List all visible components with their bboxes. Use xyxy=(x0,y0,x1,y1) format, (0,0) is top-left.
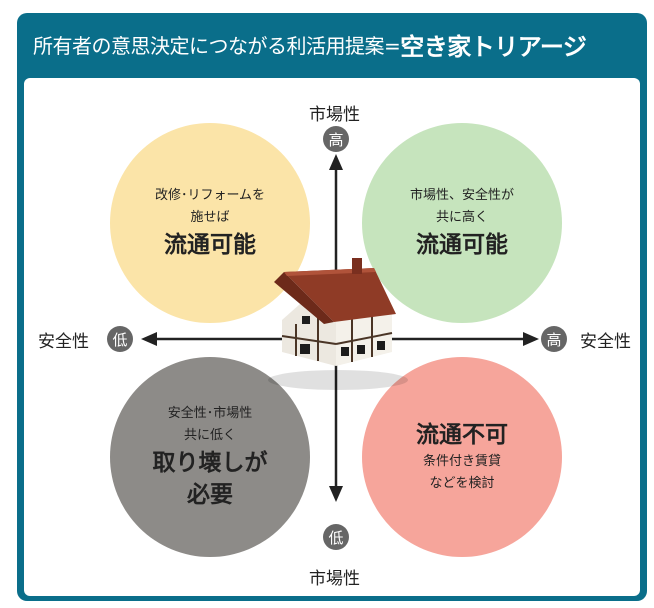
top-axis-label: 市場性 xyxy=(309,105,360,125)
bottom-axis-label: 市場性 xyxy=(309,569,360,589)
circle-bottom-left: 安全性･市場性 共に低く 取り壊しが 必要 xyxy=(110,357,310,557)
br-line1: 条件付き賃貸 xyxy=(422,454,501,469)
tl-line1: 改修･リフォームを xyxy=(154,188,266,203)
tl-big: 流通可能 xyxy=(164,232,256,258)
right-axis-badge: 高 xyxy=(541,326,567,352)
bl-big1: 取り壊しが xyxy=(152,450,268,476)
tr-big: 流通可能 xyxy=(416,232,508,258)
left-axis-label: 安全性 xyxy=(38,332,89,352)
title-prefix: 所有者の意思決定につながる利活用提案= xyxy=(33,33,401,58)
br-line2: などを検討 xyxy=(429,476,495,491)
bl-line2: 共に低く xyxy=(183,428,236,443)
house-icon xyxy=(268,258,408,390)
br-big: 流通不可 xyxy=(416,422,508,448)
left-axis-badge: 低 xyxy=(107,326,133,352)
top-axis-badge: 高 xyxy=(323,126,349,152)
tr-line1: 市場性、安全性が xyxy=(409,188,514,203)
bottom-axis-badge: 低 xyxy=(323,524,349,550)
tr-line2: 共に高く xyxy=(435,210,488,225)
header-title: 所有者の意思決定につながる利活用提案=空き家トリアージ xyxy=(17,13,647,75)
right-axis-label: 安全性 xyxy=(580,332,631,352)
title-emphasis: 空き家トリアージ xyxy=(400,32,587,61)
circle-top-right: 市場性、安全性が 共に高く 流通可能 xyxy=(362,123,562,323)
circle-top-left: 改修･リフォームを 施せば 流通可能 xyxy=(110,123,310,323)
circle-bottom-right: 流通不可 条件付き賃貸 などを検討 xyxy=(362,357,562,557)
bl-big2: 必要 xyxy=(187,482,233,508)
bl-line1: 安全性･市場性 xyxy=(167,406,253,421)
tl-line2: 施せば xyxy=(190,210,230,225)
